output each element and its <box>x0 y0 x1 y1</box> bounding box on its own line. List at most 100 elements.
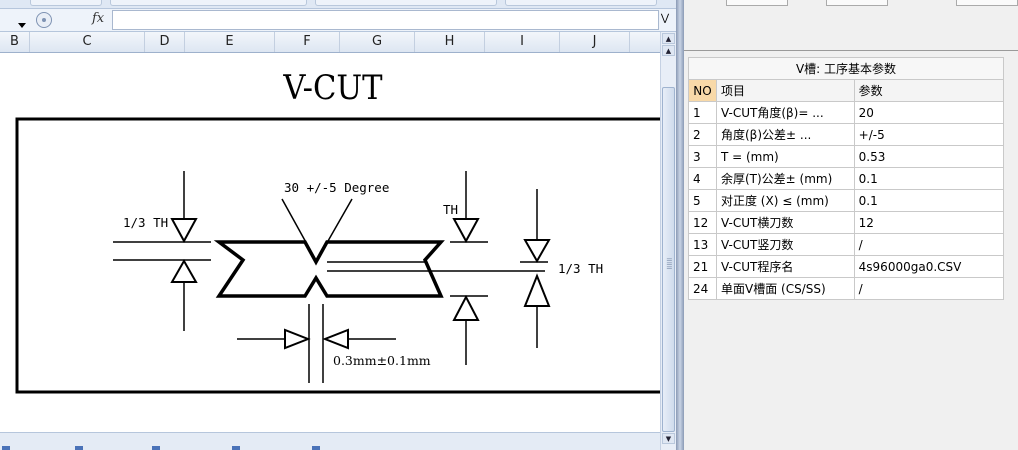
panel-separator <box>684 40 1018 51</box>
angle-label: 30 +/-5 Degree <box>284 180 389 195</box>
bottom-arrow-right-icon <box>284 328 311 350</box>
right-third-th-label: 1/3 TH <box>558 261 603 276</box>
column-header-e[interactable]: E <box>185 32 275 52</box>
column-header-b[interactable]: B <box>0 32 30 52</box>
row-value[interactable]: 4s96000ga0.CSV <box>853 255 1005 278</box>
worksheet-area[interactable]: V-CUT 30 +/-5 Degree 1/3 TH <box>0 53 660 432</box>
toolbar-button[interactable] <box>956 0 1018 6</box>
row-item: 余厚(T)公差± (mm) <box>715 167 855 190</box>
column-header-no[interactable]: NO <box>688 79 717 102</box>
column-header-value[interactable]: 参数 <box>853 79 1005 102</box>
ribbon-strip <box>0 0 676 9</box>
column-header-row: B C D E F G H I J <box>0 32 660 53</box>
scroll-up-icon[interactable]: ▲ <box>662 33 675 44</box>
parameter-table: V槽: 工序基本参数 NO 项目 参数 1 V-CUT角度(β)= ... 20… <box>688 57 1005 300</box>
insert-function-button[interactable]: fx <box>92 11 105 26</box>
angle-leader-left <box>281 198 314 256</box>
sheet-tab[interactable] <box>2 446 10 450</box>
window-splitter[interactable] <box>676 0 684 450</box>
ribbon-group[interactable] <box>30 0 102 6</box>
column-header-item[interactable]: 项目 <box>715 79 855 102</box>
row-value[interactable]: +/-5 <box>853 123 1005 146</box>
column-header-i[interactable]: I <box>485 32 560 52</box>
th-label: TH <box>443 202 458 217</box>
vertical-scrollbar[interactable]: ▲ ▲ === ▼ <box>660 32 676 450</box>
column-header-k[interactable] <box>630 32 660 52</box>
namebox-dropdown-icon[interactable] <box>18 23 26 28</box>
scroll-down-icon[interactable]: ▼ <box>662 433 675 444</box>
table-row[interactable]: 3 T = (mm) 0.53 <box>688 145 1005 168</box>
v-groove-profile <box>213 240 445 298</box>
table-row[interactable]: 12 V-CUT横刀数 12 <box>688 211 1005 234</box>
row-no: 4 <box>688 167 717 190</box>
drawing-frame <box>15 117 660 394</box>
column-header-f[interactable]: F <box>275 32 340 52</box>
row-no: 5 <box>688 189 717 212</box>
row-no: 13 <box>688 233 717 256</box>
bottom-arrow-left-icon <box>322 328 349 350</box>
table-row[interactable]: 5 对正度 (X) ≤ (mm) 0.1 <box>688 189 1005 212</box>
scrollbar-grip-icon: === <box>666 255 673 272</box>
row-item: 角度(β)公差± ... <box>715 123 855 146</box>
column-header-j[interactable]: J <box>560 32 630 52</box>
row-value[interactable]: / <box>853 233 1005 256</box>
row-no: 2 <box>688 123 717 146</box>
column-header-c[interactable]: C <box>30 32 145 52</box>
column-header-h[interactable]: H <box>415 32 485 52</box>
row-item: 对正度 (X) ≤ (mm) <box>715 189 855 212</box>
drawing-title: V-CUT <box>282 67 383 107</box>
parameter-panel: V槽: 工序基本参数 NO 项目 参数 1 V-CUT角度(β)= ... 20… <box>684 0 1018 450</box>
table-row[interactable]: 2 角度(β)公差± ... +/-5 <box>688 123 1005 146</box>
column-header-g[interactable]: G <box>340 32 415 52</box>
row-value[interactable]: 0.53 <box>853 145 1005 168</box>
formula-input[interactable] <box>112 10 659 30</box>
row-value[interactable]: 0.1 <box>853 189 1005 212</box>
ribbon-group[interactable] <box>110 0 307 6</box>
left-third-th-label: 1/3 TH <box>123 215 168 230</box>
row-item: 单面V槽面 (CS/SS) <box>715 277 855 300</box>
sheet-tab[interactable] <box>312 446 320 450</box>
sheet-tab-bar <box>0 432 660 450</box>
row-item: T = (mm) <box>715 145 855 168</box>
row-value[interactable]: 20 <box>853 101 1005 124</box>
row-value[interactable]: 12 <box>853 211 1005 234</box>
row-no: 24 <box>688 277 717 300</box>
th-arrow-down-icon <box>452 218 480 244</box>
table-row[interactable]: 1 V-CUT角度(β)= ... 20 <box>688 101 1005 124</box>
row-item: V-CUT程序名 <box>715 255 855 278</box>
sheet-tab[interactable] <box>75 446 83 450</box>
left-arrow-up-icon <box>170 258 198 283</box>
column-header-d[interactable]: D <box>145 32 185 52</box>
table-title: V槽: 工序基本参数 <box>688 57 1004 80</box>
row-no: 1 <box>688 101 717 124</box>
row-item: V-CUT角度(β)= ... <box>715 101 855 124</box>
table-row[interactable]: 13 V-CUT竖刀数 / <box>688 233 1005 256</box>
bottom-tolerance-label: 0.3mm±0.1mm <box>333 353 431 368</box>
toolbar-button[interactable] <box>826 0 888 6</box>
sheet-tab[interactable] <box>232 446 240 450</box>
table-row[interactable]: 4 余厚(T)公差± (mm) 0.1 <box>688 167 1005 190</box>
formula-cancel-icon[interactable] <box>36 12 52 28</box>
row-item: V-CUT横刀数 <box>715 211 855 234</box>
row-no: 21 <box>688 255 717 278</box>
expand-formula-bar-icon[interactable]: ⋁ <box>660 13 670 24</box>
table-row[interactable]: 21 V-CUT程序名 4s96000ga0.CSV <box>688 255 1005 278</box>
ribbon-group[interactable] <box>315 0 497 6</box>
v-cut-drawing: V-CUT 30 +/-5 Degree 1/3 TH <box>15 67 660 394</box>
toolbar-button[interactable] <box>726 0 788 6</box>
th-arrow-up-icon <box>452 294 480 321</box>
scrollbar-thumb[interactable]: === <box>662 87 675 432</box>
formula-bar: fx ⋁ <box>0 9 676 32</box>
right-arrow-up-icon <box>523 273 551 307</box>
table-row[interactable]: 24 单面V槽面 (CS/SS) / <box>688 277 1005 300</box>
angle-leader-right <box>319 198 353 256</box>
scroll-up-icon[interactable]: ▲ <box>662 45 675 56</box>
left-arrow-down-icon <box>170 218 198 244</box>
row-value[interactable]: / <box>853 277 1005 300</box>
right-arrow-down-icon <box>523 239 551 264</box>
sheet-tab[interactable] <box>152 446 160 450</box>
row-value[interactable]: 0.1 <box>853 167 1005 190</box>
row-item: V-CUT竖刀数 <box>715 233 855 256</box>
row-no: 3 <box>688 145 717 168</box>
ribbon-group[interactable] <box>505 0 657 6</box>
